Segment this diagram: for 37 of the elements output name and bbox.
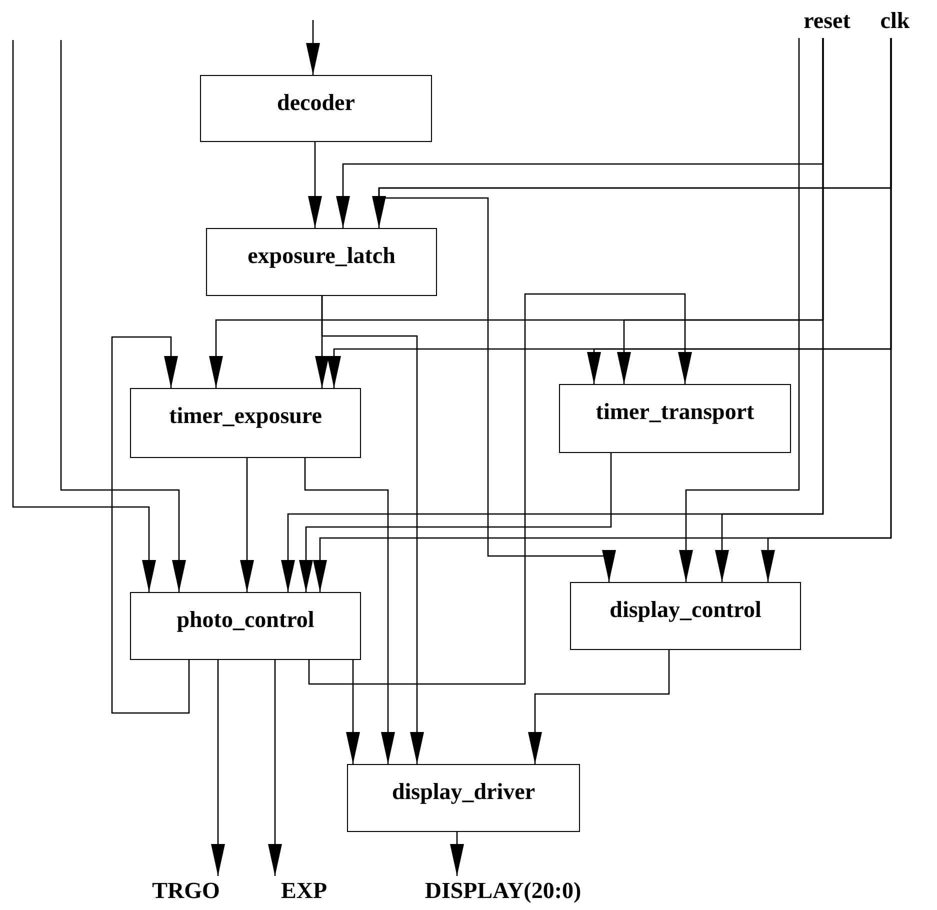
module-box bbox=[200, 75, 432, 142]
module-name: reset bbox=[804, 7, 850, 35]
arrow bbox=[111, 336, 190, 714]
arrow bbox=[679, 38, 800, 582]
arrow bbox=[299, 453, 612, 592]
module-name: photo_control bbox=[176, 606, 314, 634]
arrow bbox=[304, 458, 395, 764]
arrow bbox=[12, 40, 156, 592]
arrow bbox=[528, 650, 670, 764]
arrow bbox=[308, 293, 692, 685]
module-box bbox=[206, 228, 437, 296]
arrow bbox=[346, 660, 360, 764]
module-name: display_control bbox=[610, 596, 762, 624]
arrow bbox=[60, 40, 186, 592]
arrow bbox=[306, 20, 320, 75]
module-box bbox=[347, 764, 580, 832]
module-name: exposure_latch bbox=[248, 242, 396, 270]
arrow bbox=[761, 38, 892, 582]
arrow bbox=[211, 660, 225, 876]
module-name: display_driver bbox=[392, 778, 536, 806]
module-box bbox=[130, 592, 361, 660]
module-box bbox=[559, 384, 791, 453]
arrow bbox=[268, 660, 282, 876]
arrow bbox=[715, 38, 824, 582]
module-name: TRGO bbox=[152, 877, 220, 905]
arrow bbox=[308, 142, 322, 228]
module-box bbox=[570, 582, 801, 650]
module-name: timer_exposure bbox=[169, 402, 322, 430]
module-name: decoder bbox=[277, 89, 355, 117]
arrow bbox=[321, 296, 424, 764]
arrow bbox=[240, 458, 254, 592]
module-name: EXP bbox=[281, 877, 327, 905]
arrow bbox=[450, 832, 464, 876]
module-box bbox=[130, 388, 361, 458]
module-name: clk bbox=[880, 7, 910, 35]
module-name: DISPLAY(20:0) bbox=[424, 877, 582, 905]
module-name: timer_transport bbox=[596, 398, 754, 426]
